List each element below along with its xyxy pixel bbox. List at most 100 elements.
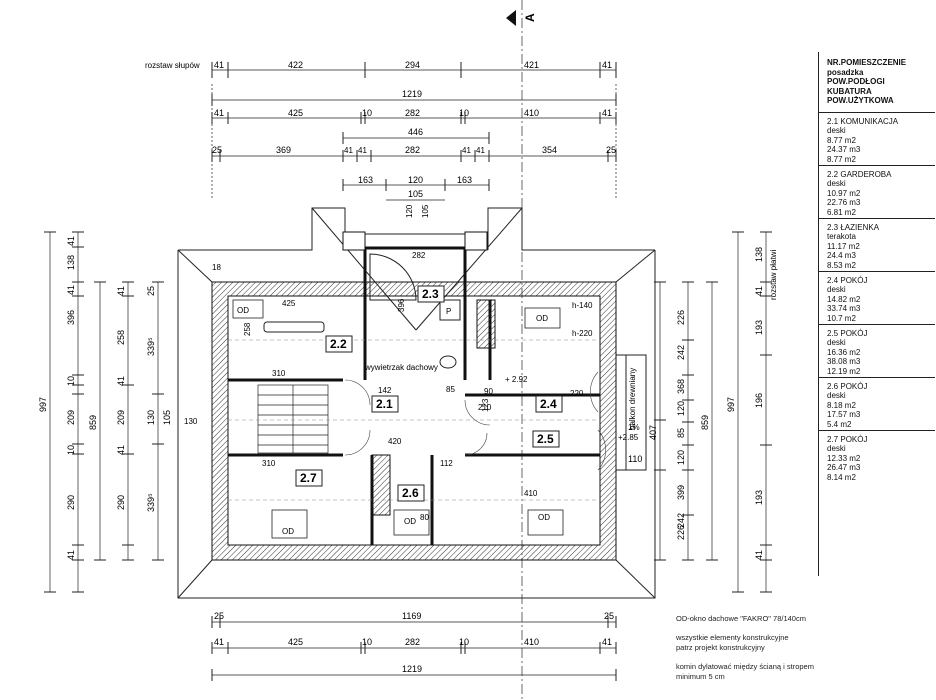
room-number: 2.7 <box>827 434 839 444</box>
header-floor-area: POW.PODŁOGI <box>827 77 885 86</box>
int-dim-16: 210 <box>478 403 492 412</box>
table-row: 2.1 KOMUNIKACJA deski 8.77 m2 24.37 m3 8… <box>819 113 935 166</box>
room-floor: deski <box>827 126 846 135</box>
left-c1-0: 41 <box>66 236 76 246</box>
int-dim-9: 396 <box>397 298 406 312</box>
left-c1-8: 41 <box>66 550 76 560</box>
room-number: 2.4 <box>827 275 839 285</box>
left-c1-5: 209 <box>66 410 76 425</box>
room-number: 2.3 <box>827 222 839 232</box>
right-inner-total: 859 <box>700 415 710 430</box>
toilet <box>439 355 457 369</box>
right-c2-1: 242 <box>676 345 686 360</box>
top-row5-3: 41 <box>358 146 367 155</box>
top-row1-label: rozstaw słupów <box>145 61 200 70</box>
top-row1-3: 421 <box>524 60 539 70</box>
top-row5-4: 282 <box>405 145 420 155</box>
top-row5-5: 41 <box>462 146 471 155</box>
room-schedule-table: NR.POMIESZCZENIE posadzka POW.PODŁOGI KU… <box>818 52 935 576</box>
int-dim-3: 142 <box>378 386 392 395</box>
room-number: 2.5 <box>827 328 839 338</box>
room-name: POKÓJ <box>840 434 868 444</box>
right-c1-2: 193 <box>754 320 764 335</box>
bottom-row2-4: 10 <box>459 637 469 647</box>
header-volume: KUBATURA <box>827 86 872 96</box>
balkon-label: balkon drewniany <box>628 368 637 430</box>
int-dim-12: 120 <box>405 204 414 218</box>
roof-outline <box>177 207 656 599</box>
plan-room-2-5: 2.5 <box>537 432 554 446</box>
room-usable: 5.4 m2 <box>827 419 852 429</box>
right-c3-0: 407 <box>648 425 658 440</box>
room-usable: 6.81 m2 <box>827 207 856 217</box>
top-row4: 446 <box>408 127 423 137</box>
left-c1-7: 290 <box>66 495 76 510</box>
room-floor: terakota <box>827 232 856 241</box>
top-row5-7: 354 <box>542 145 557 155</box>
note-chimney-2: minimum 5 cm <box>676 672 725 681</box>
room-area: 14.82 m2 <box>827 294 861 304</box>
room-area: 8.18 m2 <box>827 400 856 410</box>
room-name: KOMUNIKACJA <box>840 116 899 126</box>
note-chimney-1: komin dylatować między ścianą i stropem <box>676 662 814 671</box>
od-label-5: OD <box>538 513 550 522</box>
top-row1-1: 422 <box>288 60 303 70</box>
od-label-3: OD <box>282 527 294 536</box>
room-area: 8.77 m2 <box>827 135 856 145</box>
int-dim-1: 258 <box>243 322 252 336</box>
radiator <box>263 321 325 333</box>
note-structure-2: patrz projekt konstrukcyjny <box>676 643 765 652</box>
table-row: 2.5 POKÓJ deski 16.36 m2 38.08 m3 12.19 … <box>819 325 935 378</box>
p-label: P <box>446 307 451 316</box>
left-c2-5: 290 <box>116 495 126 510</box>
h140-label: h-140 <box>572 301 593 310</box>
room-name: GARDEROBA <box>840 169 892 179</box>
top-row5-0: 25 <box>212 145 222 155</box>
p-box <box>439 299 461 321</box>
room-usable: 8.14 m2 <box>827 472 856 482</box>
int-dim-8: 282 <box>412 251 426 260</box>
room-usable: 8.53 m2 <box>827 260 856 270</box>
int-dim-17: 220 <box>570 389 584 398</box>
bottom-row3: 1219 <box>402 664 422 674</box>
door-swings <box>344 371 606 471</box>
bottom-row1-2: 25 <box>604 611 614 621</box>
int-dim-10: 85 <box>446 385 455 394</box>
top-row1-0: 41 <box>214 60 224 70</box>
room-name: POKÓJ <box>840 275 868 285</box>
left-c1-2: 396 <box>66 310 76 325</box>
room-usable: 10.7 m2 <box>827 313 856 323</box>
top-row6-2: 163 <box>457 175 472 185</box>
room-number: 2.6 <box>827 381 839 391</box>
left-c1-6: 10 <box>66 445 76 455</box>
int-dim-7: 410 <box>524 489 538 498</box>
room-name: POKÓJ <box>840 328 868 338</box>
top-row1-2: 294 <box>405 60 420 70</box>
od-label-2: OD <box>536 314 548 323</box>
right-total: 997 <box>726 397 736 412</box>
top-row5-6: 41 <box>476 146 485 155</box>
right-c2-4: 85 <box>676 428 686 438</box>
int-dim-4: 420 <box>388 437 402 446</box>
right-c2-2: 368 <box>676 379 686 394</box>
right-c1-1: 41 <box>754 286 764 296</box>
top-row5-8: 25 <box>606 145 616 155</box>
plan-room-2-6: 2.6 <box>402 486 419 500</box>
bottom-row2-2: 10 <box>362 637 372 647</box>
int-dim-13: 105 <box>421 204 430 218</box>
top-row3-2: 10 <box>362 108 372 118</box>
header-floor: posadzka <box>827 67 864 77</box>
header-room-number: NR.POMIESZCZENIE <box>827 58 907 67</box>
top-row5-2: 41 <box>344 146 353 155</box>
left-c2-3: 209 <box>116 410 126 425</box>
stairs <box>257 384 329 454</box>
h220-label: h-220 <box>572 329 593 338</box>
left-c1-3: 41 <box>66 285 76 295</box>
right-c1-0: 138 <box>754 247 764 262</box>
bottom-row1-0: 25 <box>214 611 224 621</box>
room-volume: 26.47 m3 <box>827 463 861 472</box>
left-c3-4: 339⁵ <box>146 493 156 512</box>
table-row: 2.2 GARDEROBA deski 10.97 m2 22.76 m3 6.… <box>819 166 935 219</box>
plan-room-2-3: 2.3 <box>422 287 439 301</box>
